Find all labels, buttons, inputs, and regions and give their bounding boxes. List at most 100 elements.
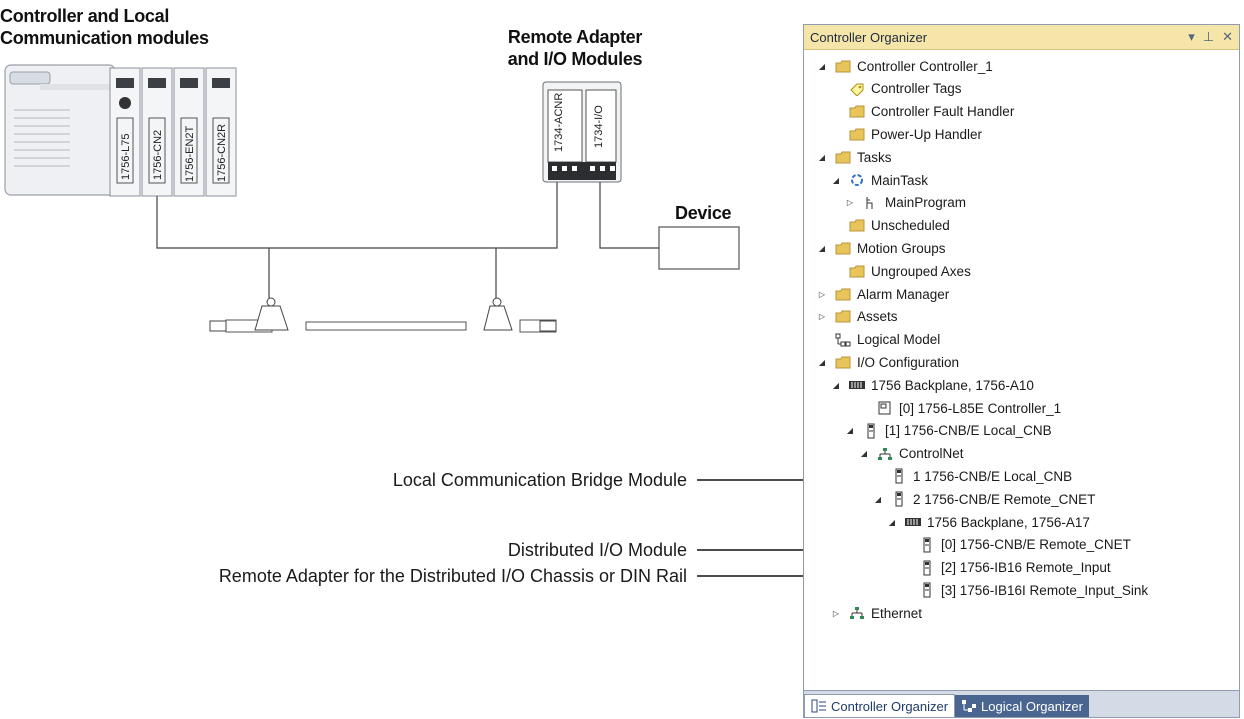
module-icon <box>890 491 908 507</box>
expanded-toggle-icon[interactable]: ◢ <box>888 517 896 527</box>
tree-item-label: 2 1756-CNB/E Remote_CNET <box>913 491 1096 507</box>
tree-item[interactable]: Ungrouped Axes <box>830 260 971 282</box>
collapsed-toggle-icon[interactable]: ▷ <box>832 608 840 618</box>
slot-0-display <box>116 78 134 88</box>
tree-item[interactable]: 1 1756-CNB/E Local_CNB <box>872 465 1072 487</box>
chassis-module-label-2: 1756-EN2T <box>184 125 196 182</box>
tree-item-label: [0] 1756-CNB/E Remote_CNET <box>941 537 1131 553</box>
slot-2-label-box <box>180 117 198 184</box>
tree-item[interactable]: ◢ Motion Groups <box>816 237 946 259</box>
controller-vent-lines <box>14 109 70 167</box>
expanded-toggle-icon[interactable]: ◢ <box>832 175 840 185</box>
tree-item-label: Motion Groups <box>857 240 946 256</box>
remote-heading: Remote Adapter and I/O Modules <box>505 26 645 70</box>
pin-icon[interactable]: ⊥ <box>1202 29 1215 44</box>
controlnet-trunk <box>209 297 557 333</box>
backplane-icon <box>904 514 922 530</box>
toggle-spacer <box>830 265 842 277</box>
tree-item-label: Alarm Manager <box>857 286 950 302</box>
controller-chassis: 1756-L75 1756-CN2 1756-EN2T 1756-CN2R <box>4 64 237 197</box>
device-box <box>658 226 740 270</box>
folder-icon <box>848 126 866 142</box>
tree-item[interactable]: Controller Tags <box>830 78 962 100</box>
remote-adapter-assembly: 1734-ACNR 1734-I/O <box>542 81 622 183</box>
expanded-toggle-icon[interactable]: ◢ <box>832 380 840 390</box>
tree-item-label: 1756 Backplane, 1756-A10 <box>871 377 1034 393</box>
tree-item-label: [0] 1756-L85E Controller_1 <box>899 400 1062 416</box>
slot-1-label-box <box>148 117 166 184</box>
slot-1-display <box>148 78 166 88</box>
collapsed-toggle-icon[interactable]: ▷ <box>846 198 854 208</box>
tree-item-label: Unscheduled <box>871 218 950 234</box>
collapsed-toggle-icon[interactable]: ▷ <box>818 312 826 322</box>
tree-item[interactable]: Logical Model <box>816 329 940 351</box>
expanded-toggle-icon[interactable]: ◢ <box>818 243 826 253</box>
backplane-icon <box>848 377 866 393</box>
adapter-to-device-line <box>599 182 659 249</box>
toggle-spacer <box>900 562 912 574</box>
tree-item[interactable]: Power-Up Handler <box>830 123 982 145</box>
tree-item[interactable]: ▷Ethernet <box>830 602 922 624</box>
tree-item[interactable]: ◢ 2 1756-CNB/E Remote_CNET <box>872 488 1095 510</box>
module-icon <box>918 537 936 553</box>
expanded-toggle-icon[interactable]: ◢ <box>818 61 826 71</box>
dropdown-icon[interactable]: ▾ <box>1188 29 1195 44</box>
organizer-title-bar: Controller Organizer ▾ ⊥ ✕ <box>804 25 1239 50</box>
tree-item-label: Tasks <box>857 149 892 165</box>
network-icon <box>848 605 866 621</box>
tree-item[interactable]: ◢MainTask <box>830 169 928 191</box>
callout-distributed-io: Distributed I/O Module <box>507 540 687 560</box>
tree-item[interactable]: ▷Assets <box>816 306 898 328</box>
controller-ridge <box>40 84 110 90</box>
folder-icon <box>834 149 852 165</box>
tree-item[interactable]: ◢[1] 1756-CNB/E Local_CNB <box>844 420 1052 442</box>
tab-controller-organizer[interactable]: Controller Organizer <box>804 694 956 717</box>
tree-item[interactable]: ◢Controller Controller_1 <box>816 55 993 77</box>
expanded-toggle-icon[interactable]: ◢ <box>846 426 854 436</box>
tree-item[interactable]: Controller Fault Handler <box>830 101 1014 123</box>
tree-item[interactable]: ◢ Tasks <box>816 146 892 168</box>
tree-item[interactable]: ◢ 1756 Backplane, 1756-A10 <box>830 374 1034 396</box>
chassis-module-label-1: 1756-CN2 <box>152 130 164 180</box>
tree-item[interactable]: [3] 1756-IB16I Remote_Input_Sink <box>900 579 1148 601</box>
module-icon <box>862 423 880 439</box>
tree-item[interactable]: ◢ I/O Configuration <box>816 351 959 373</box>
tab-logical-organizer[interactable]: Logical Organizer <box>955 695 1089 717</box>
tree-item[interactable]: ◢1756 Backplane, 1756-A17 <box>886 511 1090 533</box>
program-icon <box>862 195 880 211</box>
expanded-toggle-icon[interactable]: ◢ <box>818 152 826 162</box>
tree-item[interactable]: Unscheduled <box>830 215 950 237</box>
chassis-module-label-3: 1756-CN2R <box>216 124 228 182</box>
logical-organizer-tab-icon <box>962 700 977 712</box>
close-icon[interactable]: ✕ <box>1222 29 1233 44</box>
collapsed-toggle-icon[interactable]: ▷ <box>818 289 826 299</box>
tree-item[interactable]: [0] 1756-CNB/E Remote_CNET <box>900 534 1131 556</box>
toggle-spacer <box>830 106 842 118</box>
module-icon <box>918 582 936 598</box>
folder-icon <box>848 218 866 234</box>
network-wiring <box>156 182 659 298</box>
logical-model-icon <box>834 332 852 348</box>
left-tap-port <box>266 297 276 307</box>
expanded-toggle-icon[interactable]: ◢ <box>818 357 826 367</box>
chassis-slot-0 <box>109 67 141 197</box>
organizer-title: Controller Organizer <box>810 29 928 45</box>
tree-item[interactable]: [0] 1756-L85E Controller_1 <box>858 397 1061 419</box>
tree-item[interactable]: ▷ Alarm Manager <box>816 283 949 305</box>
folder-icon <box>834 309 852 325</box>
folder-icon <box>848 104 866 120</box>
expanded-toggle-icon[interactable]: ◢ <box>860 449 868 459</box>
toggle-spacer <box>830 220 842 232</box>
tree-item[interactable]: [2] 1756-IB16 Remote_Input <box>900 557 1111 579</box>
tree-item-label: Power-Up Handler <box>871 126 983 142</box>
controller-icon <box>876 400 894 416</box>
tree-item[interactable]: ◢ControlNet <box>858 443 964 465</box>
expanded-toggle-icon[interactable]: ◢ <box>874 494 882 504</box>
toggle-spacer <box>816 334 828 346</box>
keyswitch <box>119 97 131 109</box>
tree-item-label: Ungrouped Axes <box>871 263 971 279</box>
terminal-screws <box>552 166 615 171</box>
tree-item[interactable]: ▷MainProgram <box>844 192 966 214</box>
toggle-spacer <box>900 584 912 596</box>
tree-item-label: I/O Configuration <box>857 354 960 370</box>
